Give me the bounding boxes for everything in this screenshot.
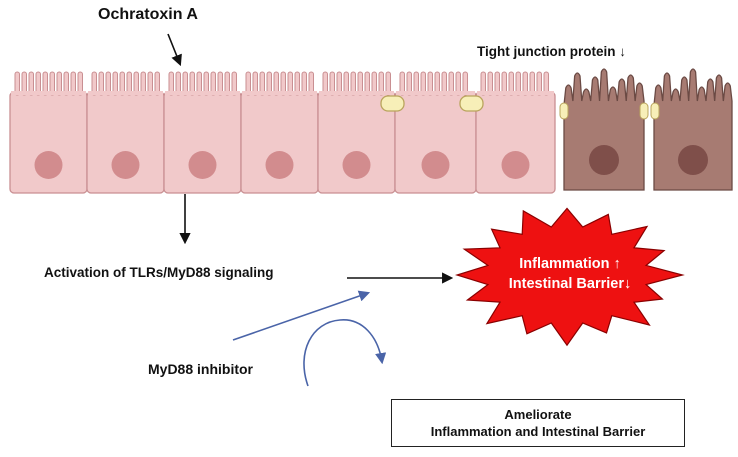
inhibitor-arrow bbox=[232, 290, 371, 341]
burst-text: Inflammation ↑ Intestinal Barrier↓ bbox=[470, 254, 670, 294]
tight-junction-icon bbox=[650, 102, 660, 120]
inhibitor-curved-arrow bbox=[303, 319, 387, 387]
nucleus bbox=[589, 145, 619, 175]
inflammation-label: Inflammation ↑ bbox=[519, 256, 621, 272]
tight-junction-icon bbox=[639, 102, 649, 120]
outcome-line-2: Inflammation and Intestinal Barrier bbox=[430, 424, 646, 439]
tight-junction-icon bbox=[459, 95, 484, 112]
nucleus bbox=[342, 151, 371, 179]
tight-junction-label: Tight junction protein ↓ bbox=[477, 44, 626, 59]
ochratoxin-label: Ochratoxin A bbox=[98, 6, 198, 23]
nucleus bbox=[188, 151, 217, 179]
explosion-burst-icon bbox=[454, 207, 685, 347]
nucleus bbox=[501, 151, 530, 179]
nucleus bbox=[265, 151, 294, 179]
damaged-epithelial-cell bbox=[653, 68, 733, 191]
nucleus bbox=[111, 151, 140, 179]
tight-junction-icon bbox=[559, 102, 569, 120]
healthy-epithelial-cell bbox=[163, 71, 242, 194]
tight-junction-icon bbox=[380, 95, 405, 112]
nucleus bbox=[678, 145, 708, 175]
outcome-box: Ameliorate Inflammation and Intestinal B… bbox=[391, 399, 685, 447]
healthy-epithelium bbox=[9, 71, 556, 194]
nucleus bbox=[34, 151, 63, 179]
healthy-epithelial-cell bbox=[9, 71, 88, 194]
inhibitor-label: MyD88 inhibitor bbox=[148, 361, 254, 377]
healthy-epithelial-cell bbox=[475, 71, 556, 194]
toxin-arrow bbox=[167, 33, 182, 67]
damaged-epithelial-cell bbox=[563, 68, 645, 191]
nucleus bbox=[421, 151, 450, 179]
healthy-epithelial-cell bbox=[394, 71, 477, 194]
signaling-label: Activation of TLRs/MyD88 signaling bbox=[44, 265, 274, 280]
damaged-epithelium bbox=[559, 68, 733, 191]
barrier-label: Intestinal Barrier↓ bbox=[508, 276, 632, 292]
tight-junctions bbox=[380, 95, 484, 112]
healthy-epithelial-cell bbox=[317, 71, 396, 194]
healthy-epithelial-cell bbox=[240, 71, 319, 194]
healthy-epithelial-cell bbox=[86, 71, 165, 194]
outcome-line-1: Ameliorate bbox=[504, 407, 572, 422]
